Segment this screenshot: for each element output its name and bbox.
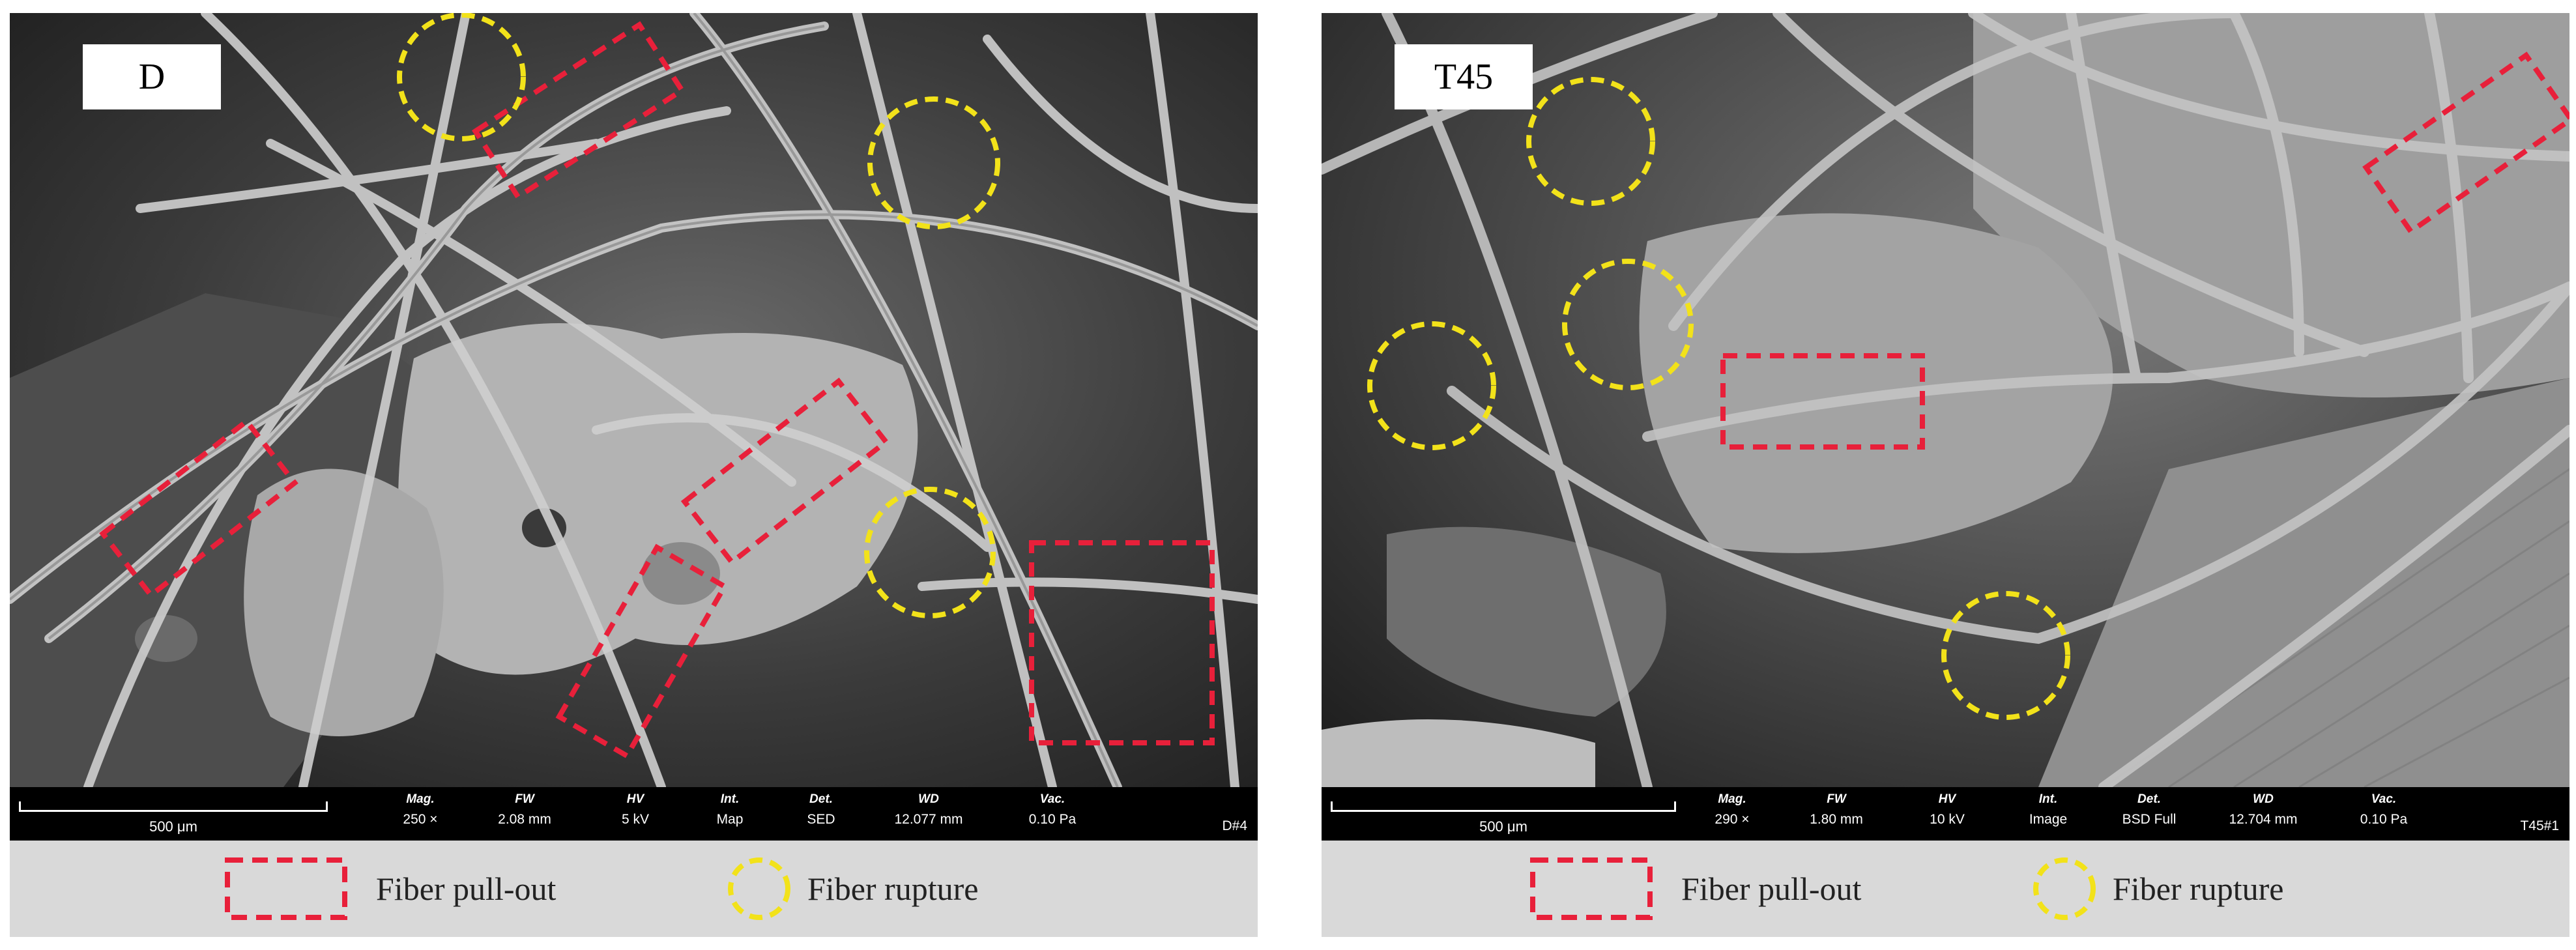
sample-label-d: D	[83, 44, 221, 109]
scale-bar	[1331, 801, 1676, 812]
image-id: D#4	[1222, 818, 1247, 833]
rupture-marker	[1941, 591, 2070, 720]
param-vac: Vac.0.10 Pa	[1028, 792, 1077, 827]
sem-micrograph-t45	[1322, 13, 2569, 787]
sem-image-d: D	[10, 13, 1258, 787]
legend-item-pullout: Fiber pull-out	[225, 841, 556, 937]
scale-label: 500 μm	[149, 818, 197, 835]
pullout-marker	[555, 543, 729, 760]
sem-image-t45: T45	[1322, 13, 2569, 787]
scale-bar	[19, 801, 328, 812]
param-det: Det.BSD Full	[2122, 792, 2177, 827]
scale-label: 500 μm	[1479, 818, 1527, 835]
rupture-marker	[1367, 321, 1496, 450]
param-int: Int.Map	[716, 792, 744, 827]
pullout-legend-icon	[1530, 857, 1653, 920]
param-mag: Mag.290 ×	[1715, 792, 1750, 827]
legend-label-pullout: Fiber pull-out	[376, 871, 557, 907]
legend-label-pullout: Fiber pull-out	[1681, 871, 1862, 907]
param-vac: Vac.0.10 Pa	[2360, 792, 2408, 827]
pullout-marker	[99, 417, 298, 599]
legend-label-rupture: Fiber rupture	[2113, 871, 2284, 907]
rupture-marker	[867, 96, 1000, 229]
legend-item-rupture: Fiber rupture	[727, 841, 978, 937]
image-id: T45#1	[2520, 818, 2559, 833]
param-mag: Mag.250 ×	[403, 792, 438, 827]
param-int: Int.Image	[2029, 792, 2068, 827]
param-det: Det.SED	[807, 792, 835, 827]
pullout-marker	[680, 377, 890, 566]
rupture-marker	[1562, 259, 1694, 390]
sem-micrograph-d	[10, 13, 1258, 787]
rupture-legend-icon	[2033, 857, 2096, 920]
legend-d: Fiber pull-out Fiber rupture	[10, 841, 1258, 937]
pullout-marker	[2362, 51, 2569, 235]
legend-item-pullout: Fiber pull-out	[1530, 841, 1861, 937]
legend-item-rupture: Fiber rupture	[2032, 841, 2283, 937]
pullout-marker	[1029, 540, 1215, 745]
rupture-legend-icon	[728, 857, 790, 920]
rupture-marker	[397, 13, 526, 141]
pullout-marker	[471, 21, 686, 201]
legend-label-rupture: Fiber rupture	[807, 871, 979, 907]
rupture-marker	[1526, 77, 1655, 206]
sample-label-t45: T45	[1395, 44, 1533, 109]
pullout-legend-icon	[225, 857, 347, 920]
rupture-marker	[864, 487, 996, 618]
pullout-marker	[1720, 353, 1925, 450]
legend-t45: Fiber pull-out Fiber rupture	[1322, 841, 2569, 937]
